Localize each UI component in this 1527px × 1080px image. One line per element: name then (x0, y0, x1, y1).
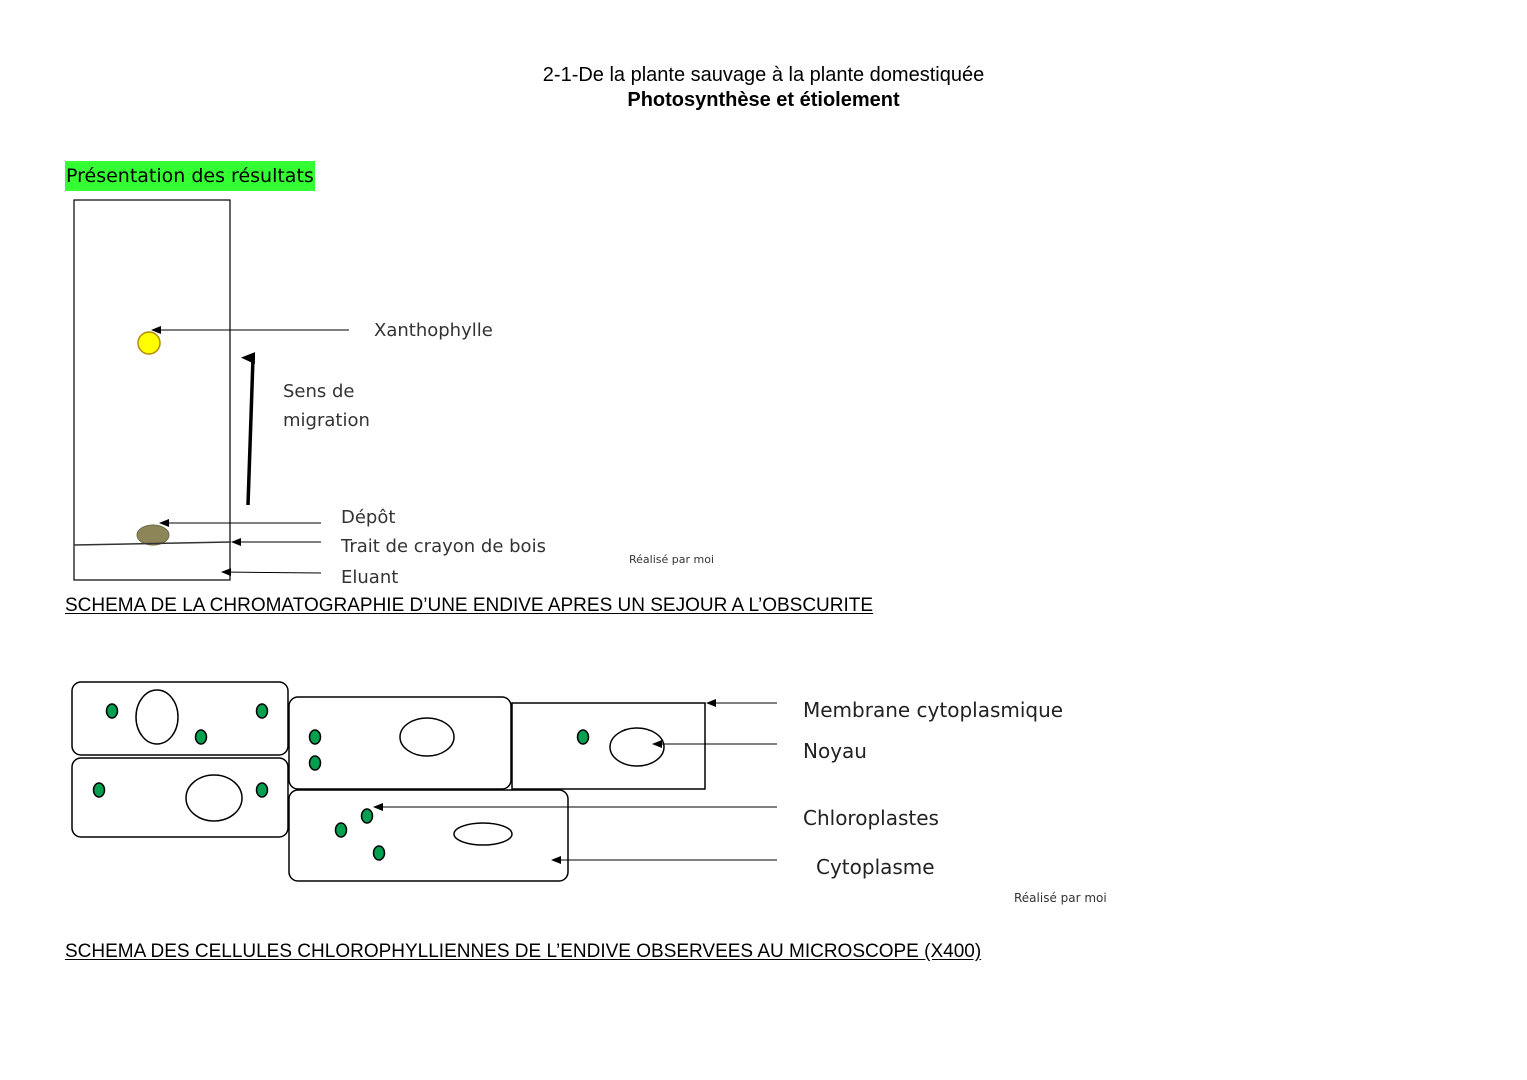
chloroplast (255, 782, 269, 798)
cell (511, 702, 706, 790)
migration-label-line2: migration (283, 410, 370, 431)
chloroplast (334, 822, 348, 838)
depot-label: Dépôt (341, 507, 396, 528)
nucleus (399, 717, 455, 757)
nucleus (453, 822, 513, 846)
cell (71, 681, 289, 756)
xanthophylle-spot (137, 331, 161, 355)
noyau-label: Noyau (803, 739, 867, 763)
cells-credit: Réalisé par moi (1014, 891, 1107, 905)
eluant-label: Eluant (341, 567, 399, 588)
chloroplast (105, 703, 119, 719)
chromatography-paper (73, 199, 231, 581)
nucleus (135, 689, 179, 745)
cell (288, 789, 569, 882)
nucleus (609, 727, 665, 767)
nucleus (185, 774, 243, 822)
chromatography-caption: SCHEMA DE LA CHROMATOGRAPHIE D’UNE ENDIV… (65, 595, 874, 616)
cells-diagram (71, 681, 706, 882)
pencil-line-label: Trait de crayon de bois (341, 536, 546, 557)
cells-caption: SCHEMA DES CELLULES CHLOROPHYLLIENNES DE… (65, 941, 982, 962)
results-heading: Présentation des résultats (65, 161, 315, 191)
xanthophylle-label: Xanthophylle (374, 320, 493, 341)
chloroplast (92, 782, 106, 798)
depot-spot (136, 524, 170, 546)
chloroplasts (92, 703, 590, 861)
chloroplastes-label: Chloroplastes (803, 806, 939, 830)
cell (71, 757, 289, 838)
pencil-line (73, 541, 232, 546)
chromatography-credit: Réalisé par moi (629, 553, 715, 566)
section-title: 2-1-De la plante sauvage à la plante dom… (542, 64, 985, 86)
chloroplast (576, 729, 590, 745)
chloroplast (308, 729, 322, 745)
eluant-arrow (221, 568, 322, 577)
chloroplast (360, 808, 374, 824)
chloroplast (255, 703, 269, 719)
cytoplasme-label: Cytoplasme (816, 855, 935, 879)
migration-label-line1: Sens de (283, 381, 355, 402)
cell (288, 696, 512, 790)
page-subtitle: Photosynthèse et étiolement (627, 89, 900, 111)
chloroplast (372, 845, 386, 861)
migration-arrow (241, 352, 256, 506)
membrane-label: Membrane cytoplasmique (803, 698, 1064, 722)
chloroplast (194, 729, 208, 745)
chloroplast (308, 755, 322, 771)
